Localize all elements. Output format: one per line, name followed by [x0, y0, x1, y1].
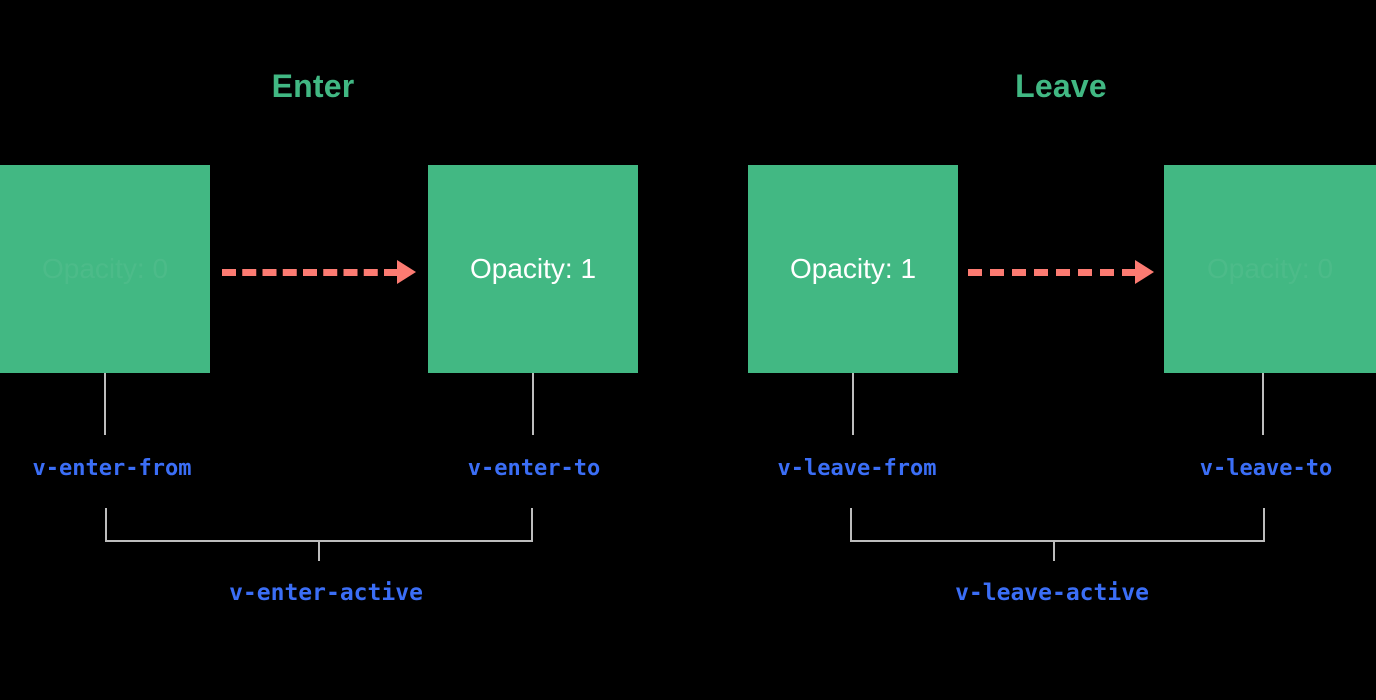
- label-v-leave-active: v-leave-active: [955, 580, 1149, 606]
- enter-active-bracket: [105, 508, 533, 542]
- enter-to-box: Opacity: 1: [428, 165, 638, 373]
- leave-to-stem: [1262, 373, 1264, 435]
- leave-to-box-label: Opacity: 0: [1206, 253, 1334, 284]
- arrow-line: [968, 268, 1136, 276]
- enter-active-stem: [318, 541, 320, 561]
- leave-active-stem: [1053, 541, 1055, 561]
- enter-to-box-label: Opacity: 1: [469, 253, 597, 284]
- enter-from-box-label: Opacity: 0: [41, 253, 169, 284]
- label-v-leave-to: v-leave-to: [1199, 456, 1333, 481]
- leave-active-bracket: [850, 508, 1265, 542]
- leave-to-box: Opacity: 0: [1164, 165, 1376, 373]
- leave-from-stem: [852, 373, 854, 435]
- label-v-enter-active: v-enter-active: [229, 580, 423, 606]
- enter-from-stem: [104, 373, 106, 435]
- arrow-line: [222, 268, 398, 276]
- label-v-enter-to: v-enter-to: [467, 456, 601, 481]
- section-heading-enter: Enter: [271, 68, 355, 104]
- leave-from-box: Opacity: 1: [748, 165, 958, 373]
- label-v-leave-from: v-leave-from: [777, 456, 937, 481]
- arrow-head-icon: [397, 260, 416, 284]
- arrow-head-icon: [1135, 260, 1154, 284]
- leave-transition-arrow: [968, 260, 1154, 284]
- leave-from-box-label: Opacity: 1: [789, 253, 917, 284]
- enter-transition-arrow: [222, 260, 416, 284]
- enter-from-box: Opacity: 0: [0, 165, 210, 373]
- enter-to-stem: [532, 373, 534, 435]
- section-heading-leave: Leave: [1015, 68, 1107, 104]
- label-v-enter-from: v-enter-from: [32, 456, 192, 481]
